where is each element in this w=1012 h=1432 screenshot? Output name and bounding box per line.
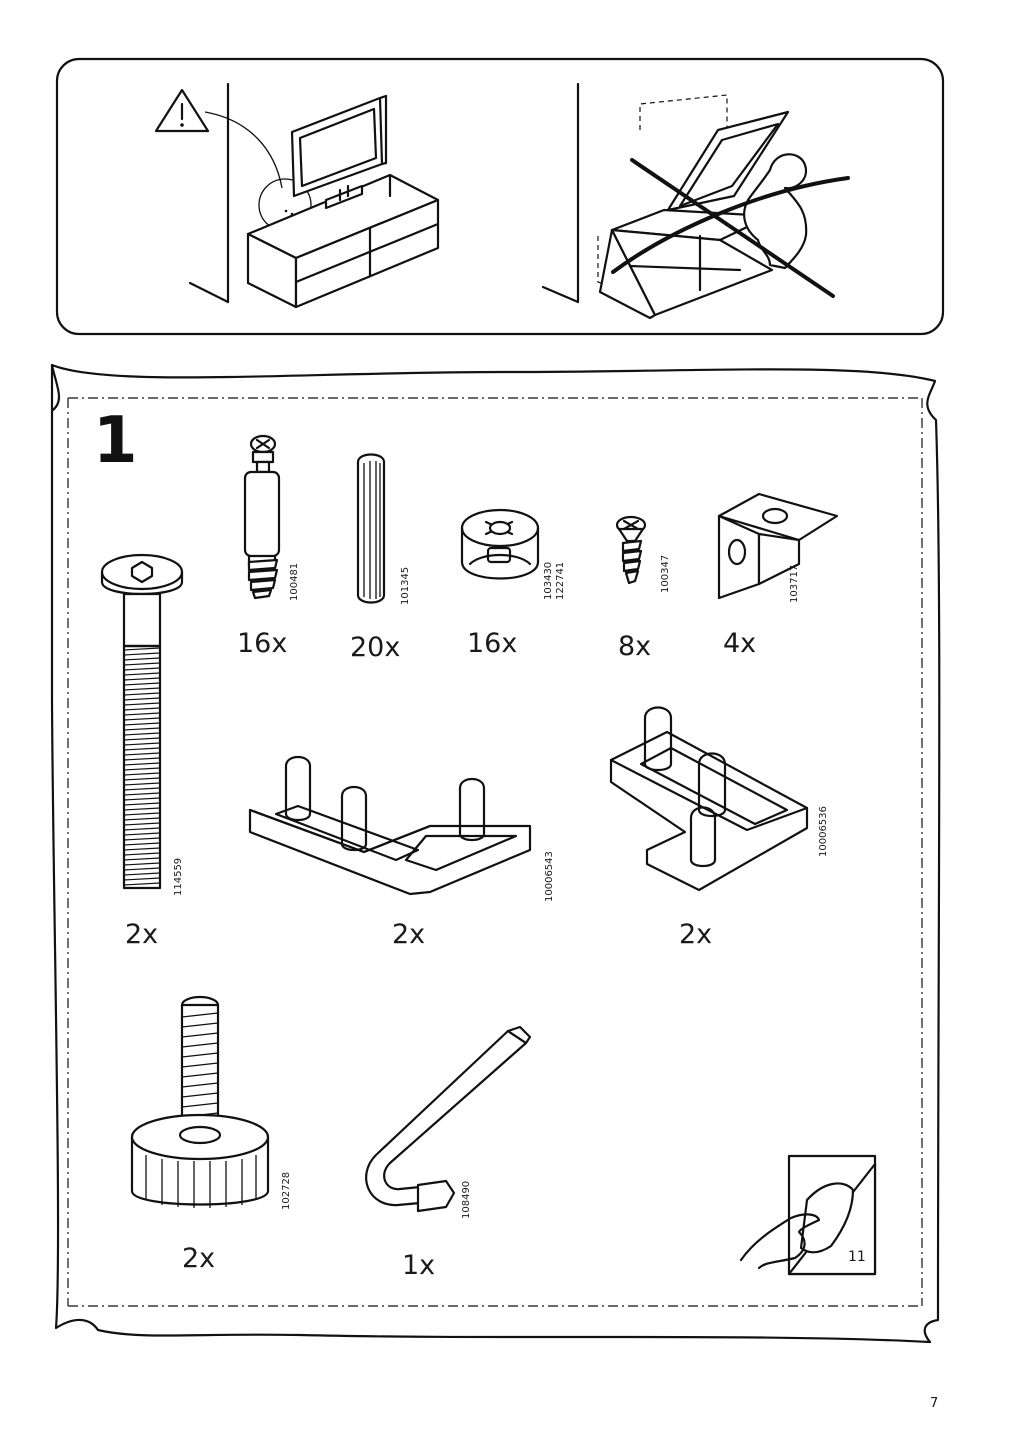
part-id-108490: 108490 [461,1180,472,1219]
qty-103430: 16x [467,628,518,659]
part-id-10006536: 10006536 [818,806,829,857]
part-id-122741: 122741 [555,561,566,600]
part-id-103717: 103717 [789,564,800,603]
l-bracket-10006536 [609,706,809,892]
qty-101345: 20x [350,632,401,663]
page-turn-icon [739,1154,877,1276]
part-id-100481: 100481 [289,562,300,601]
part-id-101345: 101345 [400,566,411,605]
corner-bracket-10006543 [248,755,532,896]
see-page-number: 11 [848,1249,866,1265]
part-id-103430: 103430 [543,561,554,600]
qty-100347: 8x [618,631,652,662]
angle-bracket-103717 [717,492,839,600]
cam-pin-100481 [243,434,281,600]
part-id-114559: 114559 [173,857,184,896]
qty-10006543: 2x [392,919,426,950]
safety-panel [55,57,945,336]
no-tipping-icon [597,94,850,320]
warning-icon [154,88,210,133]
screw-100347 [615,515,647,585]
page-number: 7 [930,1396,939,1411]
tv-bench-illustration [246,94,440,309]
qty-102728: 2x [182,1243,216,1274]
part-id-10006543: 10006543 [544,851,555,902]
qty-103717: 4x [723,628,757,659]
allen-key-108490 [365,1025,532,1213]
qty-10006536: 2x [679,919,713,950]
qty-108490: 1x [402,1250,436,1281]
qty-114559: 2x [125,919,159,950]
step-number: 1 [93,404,138,478]
part-id-100347: 100347 [660,554,671,593]
cam-lock-103430 [460,508,540,580]
leveling-foot-102728 [130,995,270,1208]
qty-100481: 16x [237,628,288,659]
dowel-101345 [356,453,386,604]
parts-bag-frame [50,363,941,1344]
part-id-102728: 102728 [281,1171,292,1210]
bolt-114559 [100,553,184,890]
